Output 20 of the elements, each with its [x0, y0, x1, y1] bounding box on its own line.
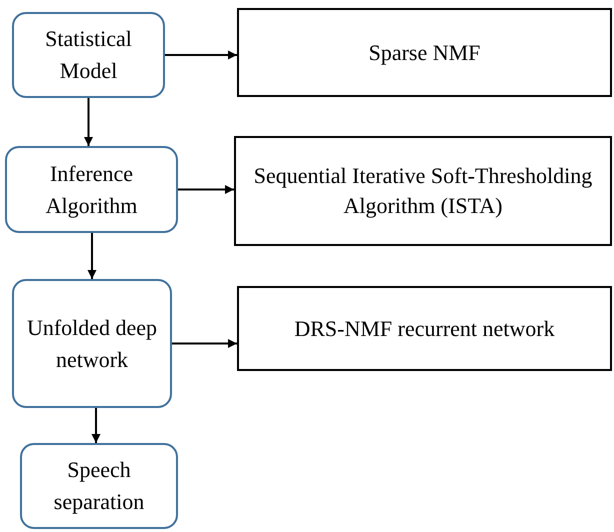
arrow — [88, 233, 96, 279]
node-label: Unfolded deep network — [26, 314, 158, 374]
arrow — [84, 98, 93, 146]
process-box — [20, 443, 178, 529]
result-box — [234, 136, 612, 246]
node-label: Sparse NMF — [368, 38, 480, 67]
node-label: DRS-NMF recurrent network — [294, 314, 555, 342]
arrow — [165, 50, 237, 60]
node-label: Statistical Model — [44, 25, 133, 85]
arrow — [172, 339, 237, 348]
arrow — [178, 185, 234, 194]
arrow — [92, 408, 100, 443]
result-box — [237, 286, 612, 371]
node-label: Inference Algorithm — [44, 160, 138, 220]
node-label: Sequential Iterative Soft-Thresholding Algorithm (ISTA) — [252, 162, 594, 220]
process-box — [12, 12, 165, 98]
node-label: Speech separation — [52, 456, 146, 516]
result-box — [237, 8, 612, 97]
process-box — [12, 279, 172, 408]
process-box — [5, 146, 178, 233]
